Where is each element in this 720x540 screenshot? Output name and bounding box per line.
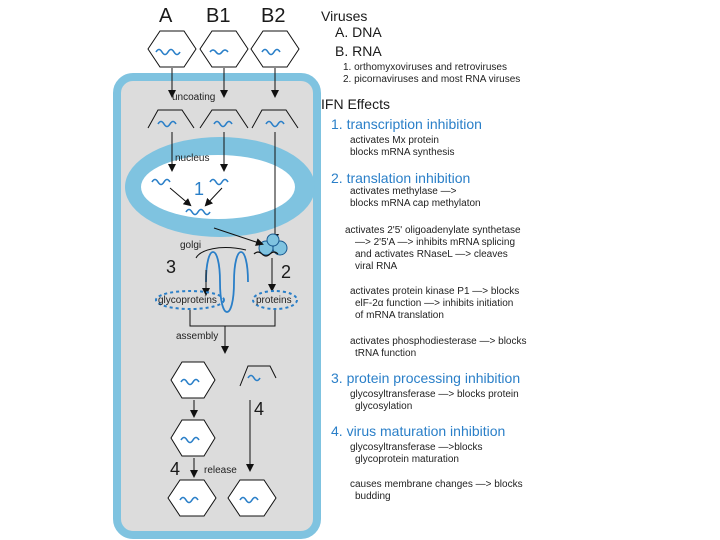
effect-4-detail-3: causes membrane changes —> blocks — [350, 479, 523, 490]
step-4-release: 4 — [170, 459, 181, 479]
step-1: 1 — [194, 179, 205, 199]
viruses-title: Viruses — [321, 8, 368, 24]
effect-2-title: 2. translation inhibition — [331, 170, 471, 186]
released-virion-left-genome — [179, 496, 199, 504]
effect-1-detail-1: activates Mx protein — [350, 135, 439, 146]
arrow-mrna-to-ribosome — [213, 227, 264, 246]
label-uncoating: uncoating — [172, 92, 216, 103]
effect-4-detail-4: budding — [355, 491, 391, 502]
label-golgi: golgi — [180, 240, 202, 251]
effect-2-detail-6: viral RNA — [355, 261, 398, 272]
virion-b2 — [250, 30, 300, 68]
arrow-nucleus-2 — [204, 187, 223, 207]
assembled-virion-1-genome — [180, 378, 200, 386]
effect-4-detail-2: glycoprotein maturation — [355, 454, 459, 465]
label-b2: B2 — [261, 5, 286, 27]
effect-2-detail-4: —> 2'5'A —> inhibits mRNA splicing — [355, 237, 515, 248]
uncoat-b1-genome — [213, 120, 233, 128]
arrow-nucleus-1 — [169, 187, 192, 207]
nucleus-genome-left — [151, 178, 171, 186]
effect-2-detail-9: of mRNA translation — [355, 310, 444, 321]
virion-a-genome — [155, 48, 181, 56]
budding-virion-genome — [247, 374, 261, 382]
step-4-assembly: 4 — [254, 399, 265, 419]
virion-b1-genome — [209, 49, 229, 55]
uncoat-a-genome — [157, 120, 177, 128]
effect-2-detail-3: activates 2'5' oligoadenylate synthetase — [345, 225, 521, 236]
nucleus-mrna — [185, 208, 211, 216]
arrow-mrna-to-golgi — [195, 247, 247, 259]
virus-type-rna: B. RNA — [335, 43, 382, 59]
released-virion-right-genome — [239, 496, 259, 504]
proteins-blob — [252, 290, 298, 310]
uncoat-a — [147, 109, 195, 129]
effect-2-detail-7: activates protein kinase P1 —> blocks — [350, 286, 520, 297]
rna-subtype-1: 1. orthomyxoviruses and retroviruses — [343, 62, 507, 73]
virus-type-dna: A. DNA — [335, 24, 382, 40]
label-release: release — [204, 465, 237, 476]
ribosome-mrna — [253, 251, 279, 257]
effect-3-detail-2: glycosylation — [355, 401, 413, 412]
label-glycoproteins: glycoproteins — [158, 295, 217, 306]
label-b1: B1 — [206, 5, 231, 27]
label-a: A — [159, 5, 173, 27]
effect-2-detail-1: activates methylase —> — [350, 186, 457, 197]
effect-4-title: 4. virus maturation inhibition — [331, 423, 506, 439]
effect-1-title: 1. transcription inhibition — [331, 116, 482, 132]
effect-4-detail-1: glycosyltransferase —>blocks — [350, 442, 483, 453]
effect-2-detail-8: elF-2α function —> inhibits initiation — [355, 298, 514, 309]
nucleus-genome-right — [209, 178, 229, 186]
nucleus-inner — [141, 155, 295, 219]
virion-b1 — [199, 30, 249, 68]
label-proteins: proteins — [256, 295, 292, 306]
rna-subtype-2: 2. picornaviruses and most RNA viruses — [343, 74, 521, 85]
assembled-virion-1 — [170, 361, 216, 399]
virion-b2-genome — [261, 48, 281, 56]
glycoproteins-blob — [155, 290, 225, 310]
ifn-effects-title: IFN Effects — [321, 96, 390, 112]
virion-budded-inside — [170, 419, 216, 457]
effect-2-detail-2: blocks mRNA cap methylaton — [350, 198, 481, 209]
effect-1-detail-2: blocks mRNA synthesis — [350, 147, 455, 158]
released-virion-left — [167, 479, 217, 517]
effect-2-detail-10: activates phosphodiesterase —> blocks — [350, 336, 527, 347]
step-3: 3 — [166, 257, 177, 277]
budding-virion — [239, 365, 277, 387]
uncoat-b1 — [199, 109, 249, 129]
ribosome — [258, 233, 288, 256]
golgi-body — [205, 251, 249, 313]
released-virion-right — [227, 479, 277, 517]
label-nucleus: nucleus — [175, 153, 210, 164]
label-assembly: assembly — [176, 331, 219, 342]
virion-budded-inside-genome — [180, 436, 200, 444]
uncoat-b2-genome — [265, 120, 285, 128]
assembly-lines — [189, 310, 276, 327]
effect-3-detail-1: glycosyltransferase —> blocks protein — [350, 389, 519, 400]
effect-2-detail-11: tRNA function — [355, 348, 417, 359]
effect-2-detail-5: and activates RNaseL —> cleaves — [355, 249, 508, 260]
step-2: 2 — [281, 262, 292, 282]
uncoat-b2 — [251, 109, 299, 129]
effect-3-title: 3. protein processing inhibition — [331, 370, 521, 386]
